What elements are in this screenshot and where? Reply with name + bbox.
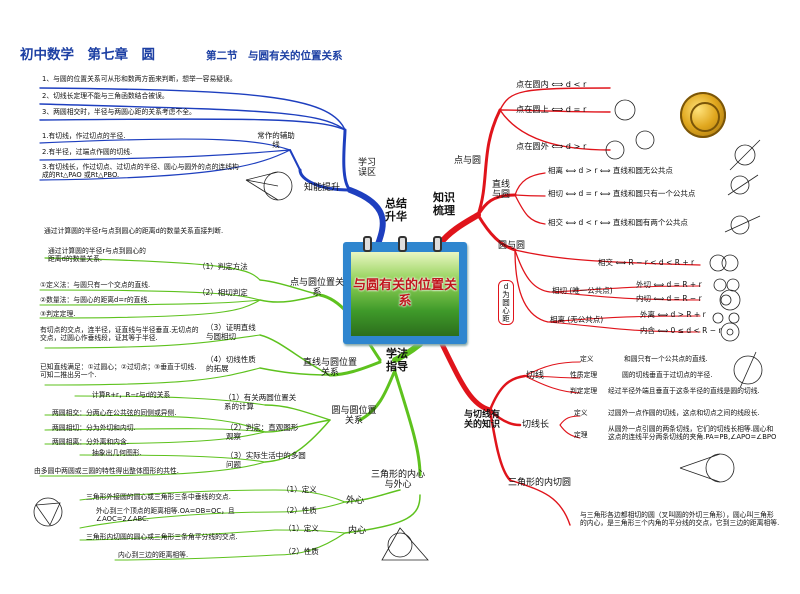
branch-tangent: 与切线有关的知识 <box>464 410 501 431</box>
page-subtitle: 第二节 与圆有关的位置关系 <box>206 50 343 62</box>
tangent-def-text: 和圆只有一个公共点的直线. <box>624 355 708 363</box>
line-apart: 相离 ⟺ d > r ⟺ 直线和圆无公共点 <box>548 166 673 175</box>
judge-method-text: 通过计算圆的半径r与点到圆心的距离d的数量关系. <box>48 247 146 263</box>
inner-def-text: 三角形内切圆的圆心或三角形三条角平分线的交点. <box>86 533 238 541</box>
length-thm-label: 定理 <box>574 431 588 439</box>
point-outside: 点在圆外 ⟺ d > r <box>516 141 587 151</box>
node-mistakes: 学习误区 <box>357 158 376 179</box>
grass-image <box>351 252 459 336</box>
tangent-prop-text: 圆的切线垂直于过切点的半径. <box>622 371 713 379</box>
central-topic-label: 与圆有关的位置关系 <box>352 278 457 309</box>
page-title: 初中数学 第七章 圆 <box>20 47 155 63</box>
node-triangle: 三角形的内心与外心 <box>370 470 425 491</box>
judge-visual-item: 两圆相切：分为外切和内切. <box>52 424 136 432</box>
multi-circle-item: 由多圆中两圆或三圆的特性得出整体图形的共性. <box>34 467 179 475</box>
outer-prop-text: 外心到三个顶点的距离相等.OA=OB=OC，且∠AOC=2∠ABC. <box>96 507 235 523</box>
point-inside: 点在圆内 ⟺ d < r <box>516 79 587 89</box>
mistake-item: 2、切线长定理不能与三角函数结合被误。 <box>42 92 169 100</box>
outer-def-text: 三角形外接圆的圆心或三角形三条中垂线的交点. <box>86 493 231 501</box>
incircle-text: 与三角形各边都相切的圆（叉叫圆的外切三角形），圆心叫三角形的内心，是三角形三个内… <box>580 511 780 527</box>
multi-circle: （3）实际生活中的多圆问题 <box>226 451 306 469</box>
external-tangent: 外切 ⟺ d = R + r <box>636 280 702 289</box>
node-point-circle: 点与圆 <box>454 156 482 166</box>
inner-prop-text: 内心到三边的距离相等. <box>118 551 189 559</box>
node-method-point: 点与圆位置关系 <box>289 278 344 299</box>
tangent-judge-text: 经过半径外端且垂直于这条半径的直线是圆的切线. <box>608 387 760 395</box>
tangent-judge-item: ②数量法：与圆心的距离d=r的直线. <box>40 296 150 304</box>
node-method-circles: 圆与圆位置关系 <box>331 406 377 427</box>
tangent-judge: （2）相切判定 <box>198 288 248 297</box>
node-outer: 外心 <box>346 496 365 506</box>
prove-tangent: （3）证明直线与圆相切 <box>206 323 256 341</box>
judge-visual-item: 两圆相交：分两心在公共弦的同侧或异侧. <box>52 409 177 417</box>
inner-prop-label: （2）性质 <box>284 547 319 556</box>
aux-item: 1.有切线，作过切点的半径. <box>42 132 126 140</box>
inner-def-label: （1）定义 <box>284 524 319 533</box>
node-inner: 内心 <box>348 526 367 536</box>
node-line-circle: 直线与圆 <box>491 180 510 201</box>
point-on: 点在圆上 ⟺ d = r <box>516 104 587 114</box>
node-method-line: 直线与圆位置关系 <box>302 358 357 379</box>
coin-decoration <box>680 92 726 138</box>
prove-tangent-text: 有切点的交点，连半径，证直线与半径垂直.无切点的交点，过圆心作垂线段，证其等于半… <box>40 326 199 342</box>
circles-tangent: 相切 (唯一公共点) <box>552 286 613 295</box>
node-incircle: 三角形的内切圆 <box>508 478 572 488</box>
tangent-prop-label: 性质定理 <box>570 371 598 379</box>
multi-circle-item: 抽象出几何图形. <box>92 449 142 457</box>
calc: （1）有关两圆位置关系的计算 <box>224 393 297 411</box>
mistake-item: 1、与圆的位置关系可从形和数两方面来判断，想举一容易疑误。 <box>42 75 237 83</box>
tangent-def-label: 定义 <box>580 355 594 363</box>
branch-knowledge: 知识梳理 <box>433 191 455 217</box>
node-tangent: 切线 <box>526 371 545 381</box>
outer-prop-label: （2）性质 <box>282 506 317 515</box>
contain: 内含 ⟺ 0 ≤ d < R − r <box>640 326 722 335</box>
line-intersect: 相交 ⟺ d < r ⟺ 直线和圆有两个公共点 <box>548 218 688 227</box>
circles-intersect: 相交 ⟺ R − r < d < R + r <box>598 258 695 267</box>
node-aux-lines: 常作的辅助线 <box>257 131 295 149</box>
external-apart: 外离 ⟺ d > R + r <box>640 310 706 319</box>
branch-review: 总结升华 <box>385 197 407 223</box>
outer-def-label: （1）定义 <box>282 485 317 494</box>
internal-tangent: 内切 ⟺ d = R − r <box>636 294 702 303</box>
length-thm-text: 从圆外一点引圆的两条切线，它们的切线长相等.圆心和这点的连线平分两条切线的夹角.… <box>608 425 777 441</box>
center-distance-note: d为圆心距 <box>498 280 514 326</box>
circles-apart: 相离 (无公共点) <box>550 315 604 324</box>
tangent-ext: （4）切线性质的拓展 <box>206 355 256 373</box>
tangent-judge-label: 判定定理 <box>570 387 598 395</box>
node-tangent-length: 切线长 <box>522 420 550 430</box>
mistake-item: 3、两圆相交时，半径与两圆心距的关系考虑不全。 <box>42 108 196 116</box>
judge-method: （1）判定方法 <box>198 262 248 271</box>
calc-text: 计算R+r，R−r与d的关系 <box>92 391 171 399</box>
judge-visual-item: 两圆相离：分外离和内含. <box>52 438 129 446</box>
tangent-ext-text: 已知直线满足：①过圆心；②过切点；③垂直于切线.可知二推出另一个. <box>40 363 197 379</box>
tangent-judge-item: ③判定定理. <box>40 310 76 318</box>
length-def-label: 定义 <box>574 409 588 417</box>
line-tangent: 相切 ⟺ d = r ⟺ 直线和圆只有一个公共点 <box>548 189 696 198</box>
methods-intro: 通过计算圆的半径r与点到圆心的距离d的数量关系直接判断. <box>44 227 224 235</box>
central-topic: 与圆有关的位置关系 <box>343 236 467 344</box>
aux-item: 3.有切线长，作过切点、过切点的半径、圆心与圆外的点的连线构成的Rt△PAO 或… <box>42 163 239 179</box>
node-skill: 知能提升 <box>304 183 341 193</box>
aux-item: 2.有半径，过端点作圆的切线. <box>42 148 133 156</box>
branch-methods: 学法指导 <box>386 347 408 373</box>
tangent-judge-item: ①定义法：与圆只有一个交点的直线. <box>40 281 151 289</box>
node-circle-circle: 圆与圆 <box>498 241 526 251</box>
length-def-text: 过圆外一点作圆的切线，这点和切点之间的线段长. <box>608 409 760 417</box>
judge-visual: （2）判定：直观图形观察 <box>226 423 299 441</box>
